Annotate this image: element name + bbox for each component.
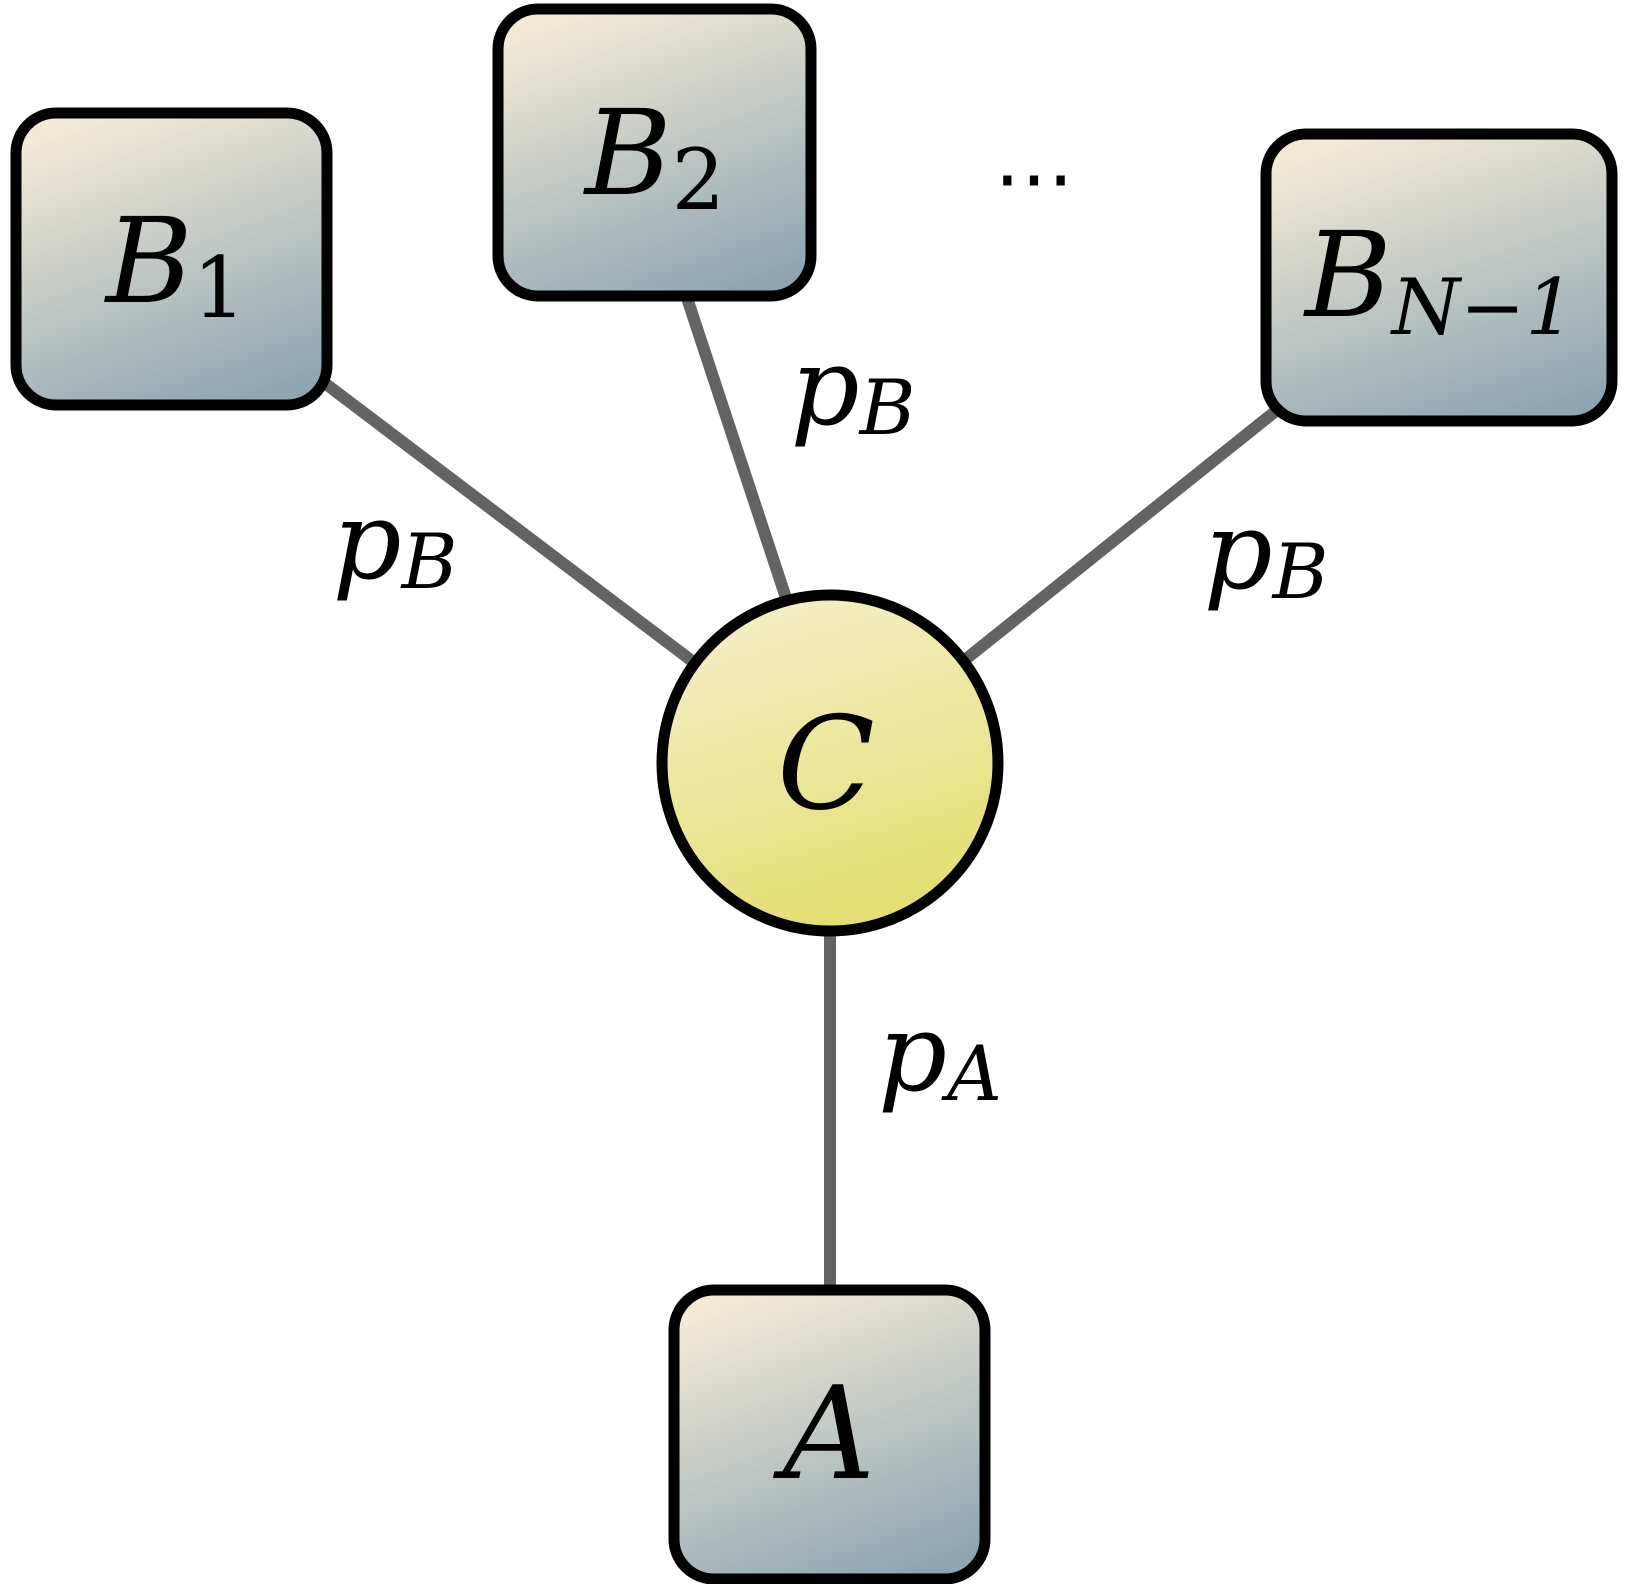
- edge-label-b1: p: [333, 479, 402, 604]
- node-b1-label: B: [104, 192, 193, 330]
- node-b1: B1: [10, 107, 333, 411]
- node-a: A: [668, 1284, 991, 1584]
- edge-c-bn: [962, 401, 1286, 664]
- edge-c-b2: [680, 293, 792, 600]
- node-b1-subscript: 1: [193, 239, 246, 337]
- node-c: C: [656, 589, 1004, 937]
- edge-label-a: p: [878, 991, 947, 1116]
- node-c-label: C: [777, 690, 875, 839]
- node-b2-label: B: [583, 84, 672, 222]
- svg-text:B2: B2: [583, 84, 725, 229]
- node-a-label: A: [773, 1360, 875, 1509]
- svg-text:pA: pA: [878, 991, 1002, 1118]
- node-bn-minus-1: BN−1: [1260, 128, 1618, 427]
- node-b2-subscript: 2: [672, 131, 725, 229]
- edge-label-b2-subscript: B: [858, 363, 916, 452]
- edge-label-b2: p: [791, 325, 860, 450]
- node-bn-subscript: N−1: [1390, 263, 1575, 353]
- svg-text:pB: pB: [791, 325, 916, 452]
- svg-text:B1: B1: [104, 192, 246, 337]
- svg-text:pB: pB: [333, 479, 458, 606]
- node-b2: B2: [492, 3, 817, 302]
- edge-label-bn: p: [1204, 489, 1273, 614]
- node-bn-label: B: [1303, 206, 1392, 344]
- svg-text:pB: pB: [1204, 489, 1329, 616]
- edge-label-a-subscript: A: [941, 1029, 1002, 1118]
- edge-label-b1-subscript: B: [400, 517, 458, 606]
- edge-c-b1: [314, 373, 700, 669]
- svg-text:BN−1: BN−1: [1303, 206, 1575, 353]
- edge-label-bn-subscript: B: [1271, 527, 1329, 616]
- ellipsis: ⋯: [994, 131, 1074, 224]
